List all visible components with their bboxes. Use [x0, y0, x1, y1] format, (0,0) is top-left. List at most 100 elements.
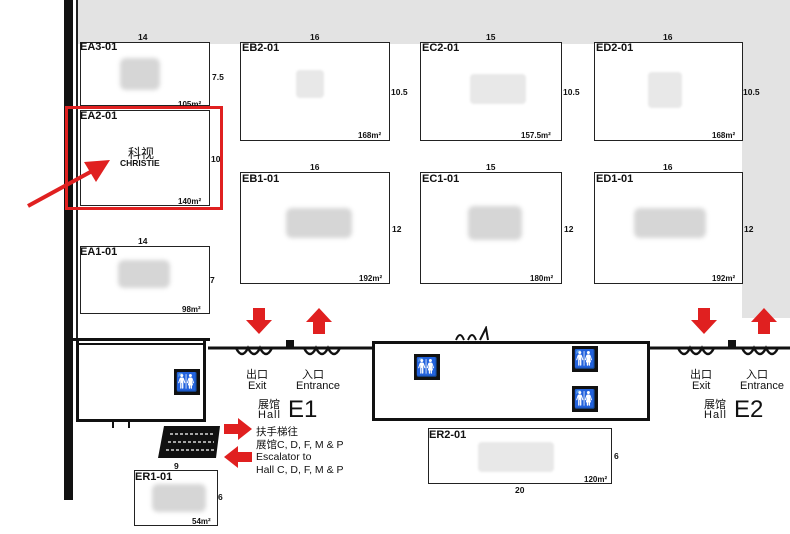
booth-eb2-01-logo [296, 70, 324, 98]
booth-ea3-01-width: 14 [138, 32, 148, 42]
escalator-text-line2: 展馆C, D, F, M & P [256, 439, 344, 451]
booth-ed1-01-id: ED1-01 [596, 173, 634, 185]
booth-ec1-01-id: EC1-01 [422, 173, 460, 185]
entrance-label-cn-e1: 入口 [302, 369, 324, 381]
booth-ea1-01-id: EA1-01 [80, 246, 118, 258]
booth-ea1-01-area: 98m² [182, 305, 201, 314]
booth-ea2-01-id: EA2-01 [80, 110, 118, 122]
exit-arrow-icon-e1 [246, 308, 272, 334]
restroom-icon-center-right-bottom: 🚻 [572, 386, 598, 412]
booth-eb2-01-area: 168m² [358, 131, 382, 140]
door-e1 [208, 340, 374, 356]
booth-ea3-01-height: 7.5 [212, 72, 224, 82]
booth-ed2-01-logo [648, 72, 682, 108]
hall-e2-label-cn: 展馆 [704, 399, 726, 411]
booth-er2-01-width: 20 [515, 485, 525, 495]
door-e2 [648, 340, 790, 356]
hall-e1-code: E1 [288, 396, 318, 423]
booth-ea3-01-logo [120, 58, 160, 90]
escalator-text-line1: 扶手梯往 [256, 426, 298, 438]
center-roof-detail [455, 326, 489, 341]
escalator-text-line3: Escalator to [256, 451, 312, 463]
restroom-icon-left: 🚻 [174, 369, 200, 395]
hall-e1-label-en: Hall [258, 409, 281, 421]
booth-eb1-01-height: 12 [392, 224, 402, 234]
booth-er1-01-id: ER1-01 [135, 471, 173, 483]
booth-eb2-01-id: EB2-01 [242, 42, 280, 54]
booth-er1-01-logo [152, 484, 206, 512]
booth-ea3-01-id: EA3-01 [80, 41, 118, 53]
entrance-arrow-icon-e1 [306, 308, 332, 334]
left-wall-line [76, 0, 78, 340]
booth-ed1-01-height: 12 [744, 224, 754, 234]
booth-eb1-01-logo [286, 208, 352, 238]
booth-er2-01-id: ER2-01 [429, 429, 467, 441]
booth-eb1-01-id: EB1-01 [242, 173, 280, 185]
entrance-label-en-e1: Entrance [296, 380, 341, 392]
booth-ec2-01-width: 15 [486, 32, 496, 42]
escalator-icon [158, 426, 220, 458]
left-room [76, 338, 206, 422]
booth-er2-01-logo [478, 442, 554, 472]
booth-ea2-01-area: 140m² [178, 197, 202, 206]
booth-ea2-01[interactable] [80, 110, 210, 206]
booth-ea1-01-logo [118, 260, 170, 288]
booth-eb2-01-width: 16 [310, 32, 320, 42]
booth-ec1-01-height: 12 [564, 224, 574, 234]
restroom-icon-center-left: 🚻 [414, 354, 440, 380]
exit-label-cn-e1: 出口 [246, 369, 268, 381]
hall-e1-label-cn: 展馆 [258, 399, 280, 411]
booth-ec2-01-height: 10.5 [563, 87, 580, 97]
booth-er2-01-height: 6 [614, 451, 619, 461]
booth-eb1-01-area: 192m² [359, 274, 383, 283]
booth-ed2-01-id: ED2-01 [596, 42, 634, 54]
booth-er1-01-width: 9 [174, 461, 179, 471]
restroom-icon-center-right-top: 🚻 [572, 346, 598, 372]
booth-ea1-01-width: 14 [138, 236, 148, 246]
door-mark-left [112, 420, 130, 428]
booth-ed1-01-area: 192m² [712, 274, 736, 283]
exit-label-cn-e2: 出口 [690, 369, 712, 381]
booth-er2-01[interactable] [428, 428, 612, 484]
booth-eb2-01-height: 10.5 [391, 87, 408, 97]
booth-ea2-01-company-cn: 科视 [128, 146, 155, 161]
hall-wall-left [72, 338, 210, 341]
booth-ec2-01-area: 157.5m² [521, 131, 551, 140]
booth-ec1-01-logo [468, 206, 522, 240]
hall-e2-code: E2 [734, 396, 764, 423]
booth-ea2-01-company-en: CHRISTIE [120, 158, 160, 168]
highlight-box [65, 106, 223, 210]
booth-ec1-01-width: 15 [486, 162, 496, 172]
center-restroom-block [372, 341, 650, 421]
booth-er2-01-area: 120m² [584, 475, 608, 484]
escalator-text-line4: Hall C, D, F, M & P [256, 464, 344, 476]
booth-ed1-01-width: 16 [663, 162, 673, 172]
booth-ea2-01-height: 10 [211, 154, 221, 164]
booth-eb1-01-width: 16 [310, 162, 320, 172]
entrance-arrow-icon-e2 [751, 308, 777, 334]
exit-label-en-e2: Exit [692, 380, 711, 392]
booth-ec2-01-id: EC2-01 [422, 42, 460, 54]
exit-label-en-e1: Exit [248, 380, 267, 392]
booth-ec1-01-area: 180m² [530, 274, 554, 283]
booth-ec2-01-logo [470, 74, 526, 104]
escalator-arrow-icon-right [224, 418, 252, 440]
entrance-label-en-e2: Entrance [740, 380, 785, 392]
booth-ea3-01-area: 105m² [178, 100, 202, 109]
hall-floor-background-right [742, 40, 790, 318]
exit-arrow-icon-e2 [691, 308, 717, 334]
booth-ed2-01-height: 10.5 [743, 87, 760, 97]
booth-er1-01-height: 6 [218, 492, 223, 502]
booth-ed2-01-width: 16 [663, 32, 673, 42]
booth-ed2-01-area: 168m² [712, 131, 736, 140]
booth-er1-01-area: 54m² [192, 517, 211, 526]
booth-ed1-01-logo [634, 208, 706, 238]
hall-wall-left-inner [78, 343, 206, 345]
escalator-arrow-icon-left [224, 446, 252, 468]
entrance-label-cn-e2: 入口 [746, 369, 768, 381]
hall-floor-background [78, 0, 790, 44]
hall-e2-label-en: Hall [704, 409, 727, 421]
left-wall [64, 0, 73, 500]
red-pointer-arrow-icon [27, 160, 110, 208]
booth-ea1-01-height: 7 [210, 275, 215, 285]
